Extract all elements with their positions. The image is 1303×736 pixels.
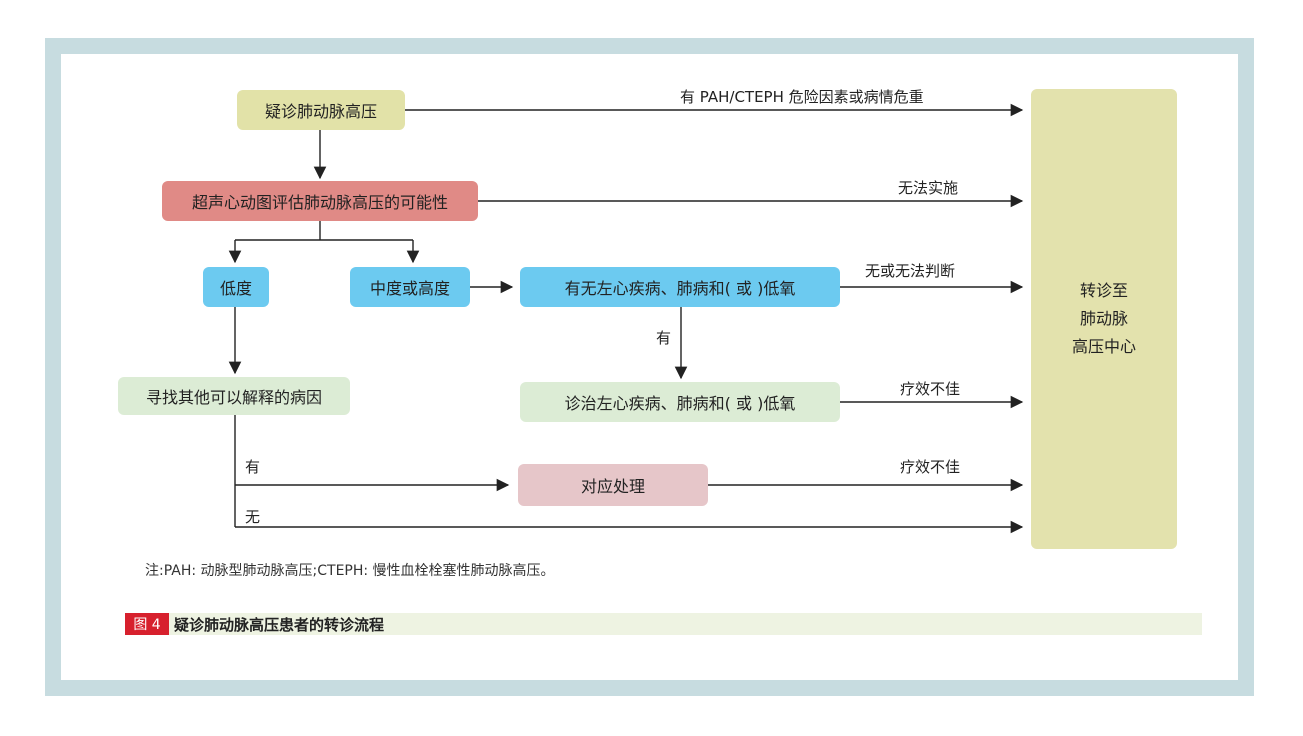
- label-risk: 有 PAH/CTEPH 危险因素或病情危重: [680, 88, 924, 106]
- node-suspected-pah: 疑诊肺动脉高压: [237, 90, 405, 130]
- label-no-other: 无: [245, 508, 261, 526]
- referral-line-3: 高压中心: [1071, 337, 1136, 356]
- label-poor-effect-1: 疗效不佳: [900, 380, 961, 398]
- node-echo-assessment: 超声心动图评估肺动脉高压的可能性: [162, 181, 478, 221]
- referral-line-2: 肺动脉: [1079, 309, 1128, 328]
- node-corresponding-treatment: 对应处理: [518, 464, 708, 506]
- label-yes-other: 有: [245, 458, 261, 476]
- label-yes-left: 有: [656, 329, 672, 347]
- caption-tag: 图 4: [125, 613, 169, 635]
- node-referral-center: 转诊至 肺动脉 高压中心: [1031, 89, 1177, 549]
- node-find-other-cause: 寻找其他可以解释的病因: [118, 377, 350, 415]
- label-none-or-unknown: 无或无法判断: [865, 262, 956, 280]
- label-cannot-perform: 无法实施: [898, 179, 959, 197]
- label-poor-effect-2: 疗效不佳: [900, 458, 961, 476]
- node-mid-high: 中度或高度: [350, 267, 470, 307]
- referral-line-1: 转诊至: [1079, 281, 1128, 300]
- node-low: 低度: [203, 267, 269, 307]
- caption-bar: [125, 613, 1202, 635]
- caption-title: 疑诊肺动脉高压患者的转诊流程: [174, 615, 385, 634]
- node-left-heart-check: 有无左心疾病、肺病和( 或 )低氧: [520, 267, 840, 307]
- footnote: 注:PAH: 动脉型肺动脉高压;CTEPH: 慢性血栓栓塞性肺动脉高压。: [145, 563, 555, 579]
- node-treat-left-heart: 诊治左心疾病、肺病和( 或 )低氧: [520, 382, 840, 422]
